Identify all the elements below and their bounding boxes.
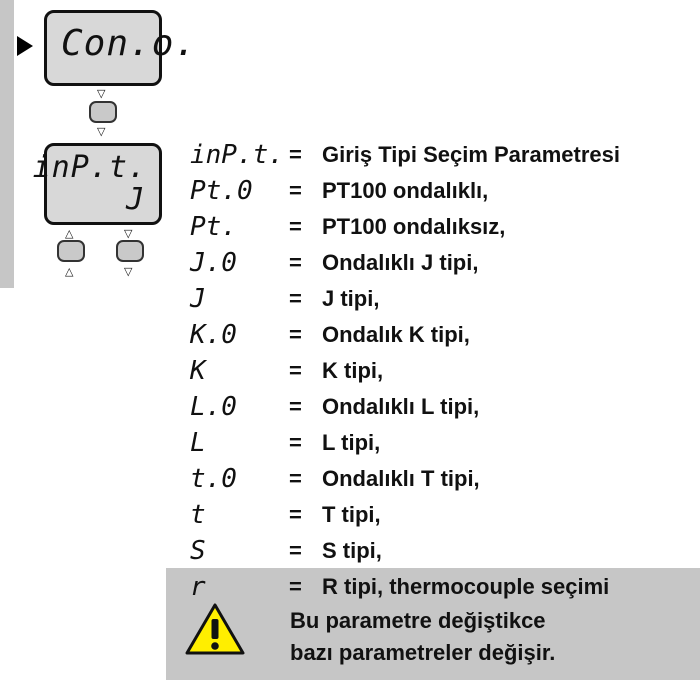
param-code: t.0	[190, 464, 237, 494]
param-code: inP.t.	[190, 140, 284, 170]
parameter-name-text: inP.t.	[32, 150, 147, 185]
param-description: K tipi,	[322, 358, 384, 383]
arrow-down-icon: ▽	[97, 87, 106, 100]
param-description: Ondalıklı T tipi,	[322, 466, 480, 491]
equals-sign: =	[289, 430, 302, 455]
param-description: PT100 ondalıksız,	[322, 214, 506, 239]
menu-display-text: Con.o.	[61, 23, 198, 64]
equals-sign: =	[289, 250, 302, 275]
value-down-button[interactable]	[116, 240, 144, 262]
param-code: S	[190, 536, 206, 566]
current-menu-pointer-icon	[17, 36, 33, 56]
param-code: J	[190, 284, 206, 314]
param-description: Giriş Tipi Seçim Parametresi	[322, 142, 620, 167]
arrow-up-icon: △	[65, 265, 74, 278]
equals-sign: =	[289, 502, 302, 527]
equals-sign: =	[289, 286, 302, 311]
param-description: S tipi,	[322, 538, 382, 563]
arrow-down-icon: ▽	[97, 125, 106, 138]
arrow-down-icon: ▽	[124, 227, 133, 240]
param-code: Pt.	[190, 212, 237, 242]
param-description: R tipi, thermocouple seçimi	[322, 574, 610, 599]
parameter-display: inP.t. J	[33, 143, 162, 225]
warning-text-line2: bazı parametreler değişir.	[290, 640, 556, 665]
equals-sign: =	[289, 574, 302, 599]
param-code: K.0	[190, 320, 237, 350]
param-code: L.0	[190, 392, 237, 422]
param-code: Pt.0	[190, 176, 253, 206]
param-description: J tipi,	[322, 286, 380, 311]
down-button[interactable]	[89, 101, 117, 123]
section-marker-bar	[0, 0, 14, 288]
param-description: T tipi,	[322, 502, 381, 527]
equals-sign: =	[289, 178, 302, 203]
param-code: r	[190, 572, 206, 602]
up-button[interactable]	[57, 240, 85, 262]
equals-sign: =	[289, 538, 302, 563]
param-code: t	[190, 500, 206, 530]
warning-triangle-icon	[185, 603, 245, 655]
param-code: J.0	[190, 248, 237, 278]
param-code: L	[190, 428, 206, 458]
parameter-value-text: J	[125, 182, 145, 217]
param-description: PT100 ondalıklı,	[322, 178, 489, 203]
param-description: L tipi,	[322, 430, 381, 455]
equals-sign: =	[289, 322, 302, 347]
warning-text-line1: Bu parametre değiştikce	[290, 608, 546, 633]
equals-sign: =	[289, 214, 302, 239]
warning-panel	[166, 568, 700, 680]
menu-display: Con.o.	[44, 10, 196, 86]
param-code: K	[190, 356, 206, 386]
arrow-down-icon: ▽	[124, 265, 133, 278]
arrow-up-icon: △	[65, 227, 74, 240]
equals-sign: =	[289, 394, 302, 419]
param-description: Ondalıklı J tipi,	[322, 250, 479, 275]
param-description: Ondalıklı L tipi,	[322, 394, 480, 419]
equals-sign: =	[289, 142, 302, 167]
equals-sign: =	[289, 358, 302, 383]
param-description: Ondalık K tipi,	[322, 322, 470, 347]
equals-sign: =	[289, 466, 302, 491]
